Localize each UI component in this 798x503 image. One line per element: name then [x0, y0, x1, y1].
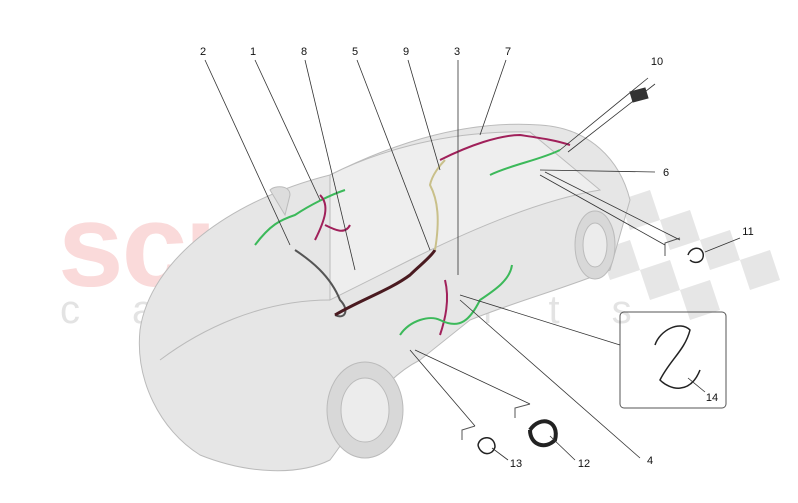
callout-9: 9 [403, 46, 409, 58]
bracket-12 [514, 403, 531, 418]
harness-4 [399, 264, 513, 336]
bracket-11 [664, 237, 681, 256]
callout-10: 10 [651, 56, 663, 68]
harness-5 [334, 249, 437, 317]
callout-5: 5 [352, 46, 358, 58]
harness-1 [314, 194, 351, 241]
part-10 [629, 87, 649, 103]
bracket-13 [461, 425, 476, 440]
callout-2: 2 [200, 46, 206, 58]
callout-labels: 2 1 8 5 9 3 7 10 6 11 14 4 12 13 [200, 46, 754, 470]
callout-11: 11 [742, 226, 753, 238]
callout-7: 7 [505, 46, 511, 58]
callout-6: 6 [663, 167, 669, 179]
leader-lines [204, 59, 741, 461]
inset-box-14 [619, 311, 727, 409]
part-12 [528, 419, 558, 448]
callout-8: 8 [301, 46, 307, 58]
part-11 [687, 247, 704, 264]
harness-3 [439, 279, 449, 336]
harness-2 [254, 189, 346, 246]
callout-13: 13 [510, 458, 522, 470]
harness-6 [489, 149, 561, 176]
part-13 [477, 437, 496, 455]
part-14 [654, 325, 701, 389]
wiring-harnesses [254, 87, 704, 455]
harness-7 [439, 133, 571, 161]
callout-14: 14 [706, 392, 718, 404]
car-body [138, 123, 631, 472]
callout-3: 3 [454, 46, 460, 58]
callout-4: 4 [647, 455, 653, 467]
harness-9 [428, 159, 446, 251]
harness-8 [294, 249, 347, 318]
callout-1: 1 [250, 46, 256, 58]
callout-12: 12 [578, 458, 590, 470]
